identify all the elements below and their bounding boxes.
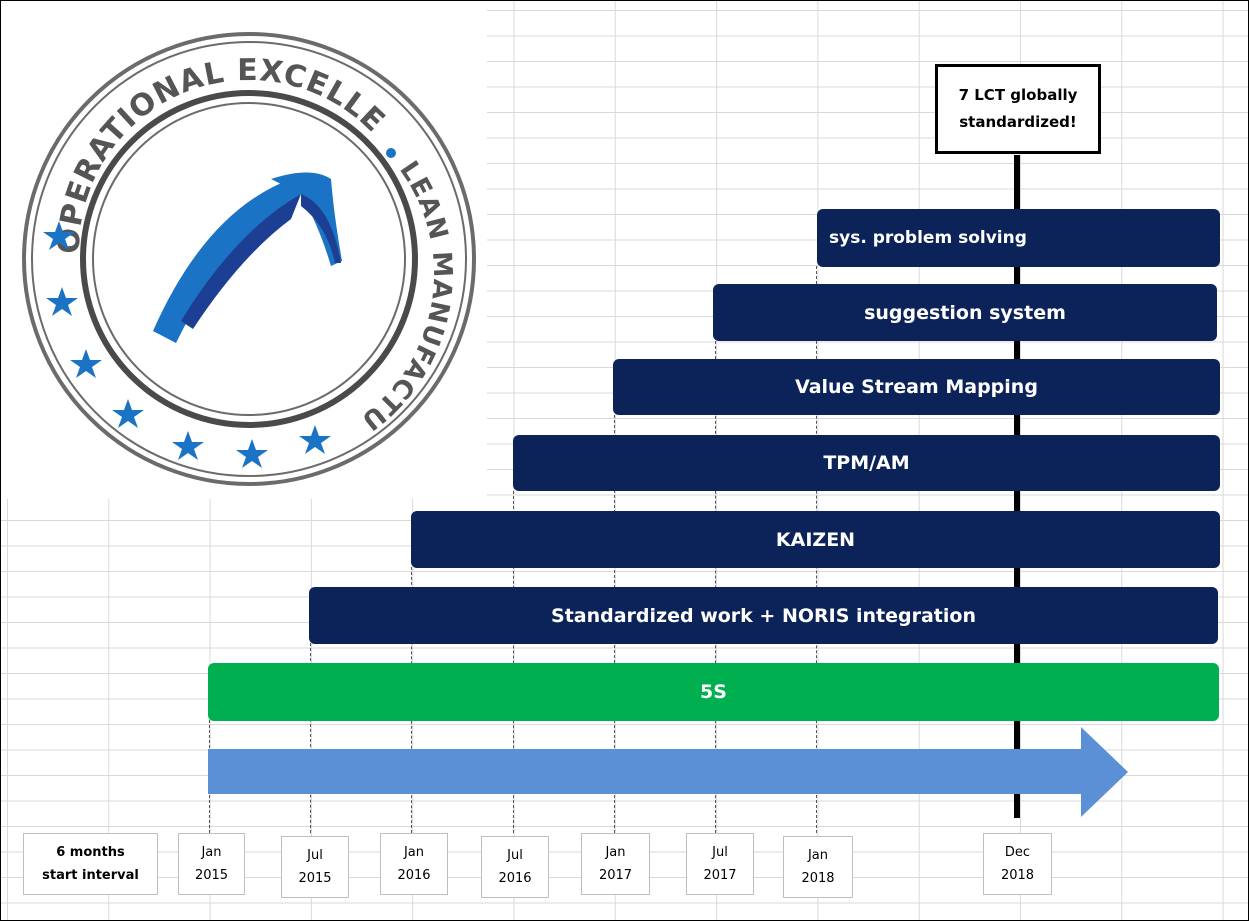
logo-stars-icon xyxy=(43,221,331,468)
tick-month: Jul xyxy=(307,848,323,863)
tick-year: 2016 xyxy=(397,868,431,883)
bar-value-stream-mapping: Value Stream Mapping xyxy=(613,359,1220,415)
tick-year: 2018 xyxy=(1000,868,1035,883)
tick-jul-2016: Jul 2016 xyxy=(481,836,549,898)
tick-year: 2018 xyxy=(801,871,835,886)
operational-excellence-logo: OPERATIONAL EXCELLENCE LEAN MANUFACTURIN… xyxy=(1,1,487,499)
tick-year: 2016 xyxy=(498,871,532,886)
tick-year: 2015 xyxy=(298,871,332,886)
tick-dec-2018: Dec 2018 xyxy=(983,833,1052,895)
bar-standardized-work: Standardized work + NORIS integration xyxy=(309,587,1218,644)
callout-line-1: 7 LCT globally xyxy=(958,86,1078,104)
tick-jan-2018: Jan 2018 xyxy=(783,836,853,898)
tick-jul-2017: Jul 2017 xyxy=(686,833,754,895)
tick-month: Jan xyxy=(807,848,829,863)
callout-line-2: standardized! xyxy=(959,113,1077,131)
tick-month: Jul xyxy=(712,845,728,860)
tick-month: Jan xyxy=(605,845,626,860)
tick-year: 2017 xyxy=(598,868,633,883)
bar-sys-problem-solving: sys. problem solving xyxy=(817,209,1220,267)
tick-month: Dec xyxy=(1004,845,1031,860)
bar-5s: 5S xyxy=(208,663,1219,721)
tick-jan-2015: Jan 2015 xyxy=(178,833,245,895)
tick-month: Jan xyxy=(201,845,222,860)
tick-month: Jul xyxy=(507,848,523,863)
bar-suggestion-system: suggestion system xyxy=(713,284,1217,341)
legend-line-2: start interval xyxy=(42,868,139,883)
deadline-callout: 7 LCT globally standardized! xyxy=(935,64,1101,154)
tick-jan-2016: Jan 2016 xyxy=(380,833,448,895)
legend-line-1: 6 months xyxy=(56,845,125,860)
guide-line-jul-2015 xyxy=(310,643,311,833)
timeline-arrow-icon xyxy=(208,727,1128,817)
tick-month: Jan xyxy=(403,845,425,860)
tick-jul-2015: Jul 2015 xyxy=(281,836,349,898)
tick-year: 2015 xyxy=(194,868,229,883)
logo-arch-icon xyxy=(153,172,342,343)
bar-kaizen: KAIZEN xyxy=(411,511,1220,568)
tick-jan-2017: Jan 2017 xyxy=(581,833,650,895)
bar-tpm-am: TPM/AM xyxy=(513,435,1220,491)
guide-line-jul-2016 xyxy=(513,491,514,833)
tick-year: 2017 xyxy=(703,868,737,883)
timeline-legend: 6 months start interval xyxy=(23,833,158,895)
